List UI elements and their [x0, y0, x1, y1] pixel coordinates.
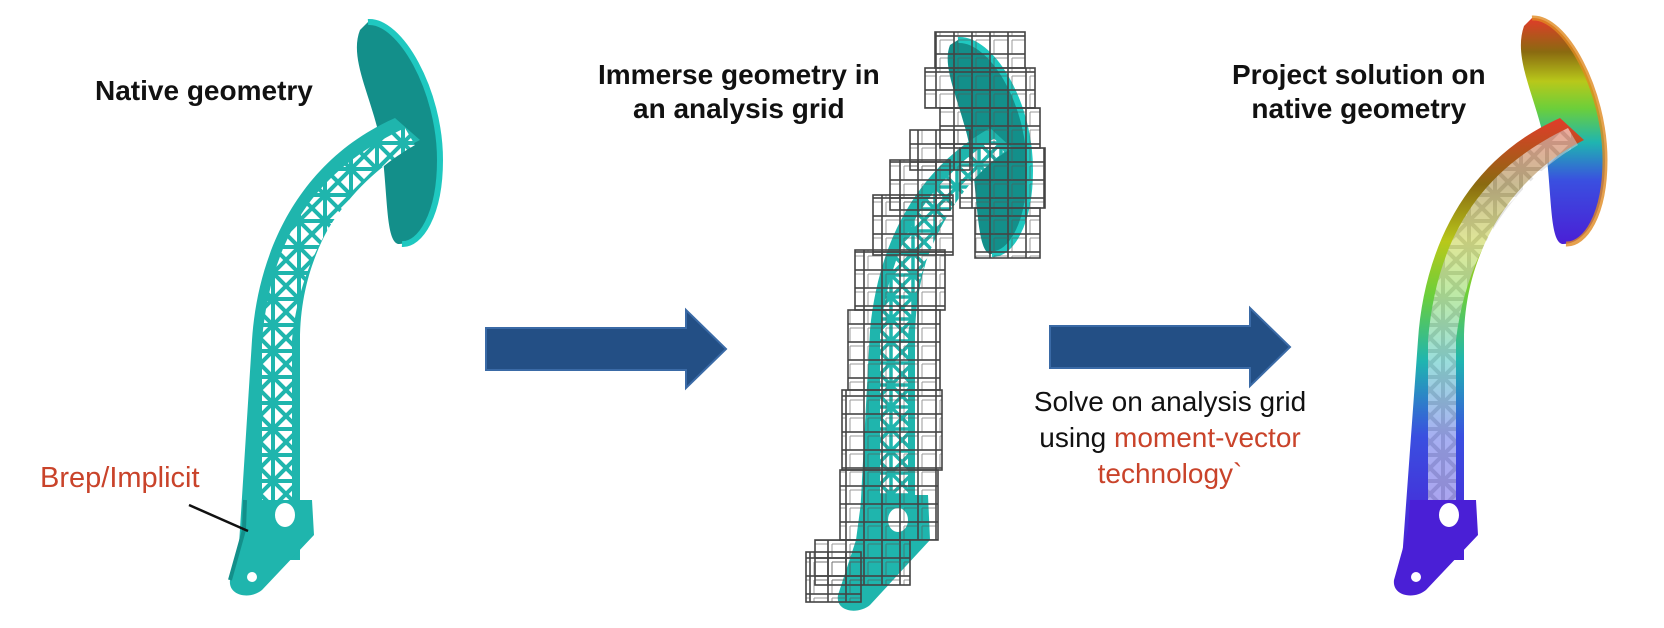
panel-projected-title-line2: native geometry: [1251, 93, 1467, 124]
bracket-projected: [1393, 15, 1608, 596]
panel-projected-title-line1: Project solution on: [1232, 59, 1486, 90]
panel-immersed-title: Immerse geometry in an analysis grid: [598, 58, 880, 126]
solve-caption-technology: technology`: [1097, 458, 1243, 489]
solve-caption: Solve on analysis grid using moment-vect…: [1010, 384, 1330, 492]
bracket-native: [228, 18, 444, 596]
solve-caption-moment-vector: moment-vector: [1114, 422, 1301, 453]
solve-caption-using: using: [1039, 422, 1114, 453]
solve-caption-line1: Solve on analysis grid: [1033, 386, 1307, 417]
panel-immersed-title-line1: Immerse geometry in: [598, 59, 880, 90]
arrow-1: [485, 307, 728, 391]
panel-projected-title: Project solution on native geometry: [1232, 58, 1486, 126]
annotation-brep-implicit: Brep/Implicit: [40, 462, 200, 494]
panel-native-title: Native geometry: [95, 75, 313, 106]
analysis-grid: [805, 31, 1046, 603]
annotation-leader-line: [188, 503, 249, 533]
arrow-2: [1049, 305, 1292, 389]
panel-immersed-title-line2: an analysis grid: [633, 93, 845, 124]
solve-caption-line2: using moment-vector: [1010, 420, 1330, 456]
